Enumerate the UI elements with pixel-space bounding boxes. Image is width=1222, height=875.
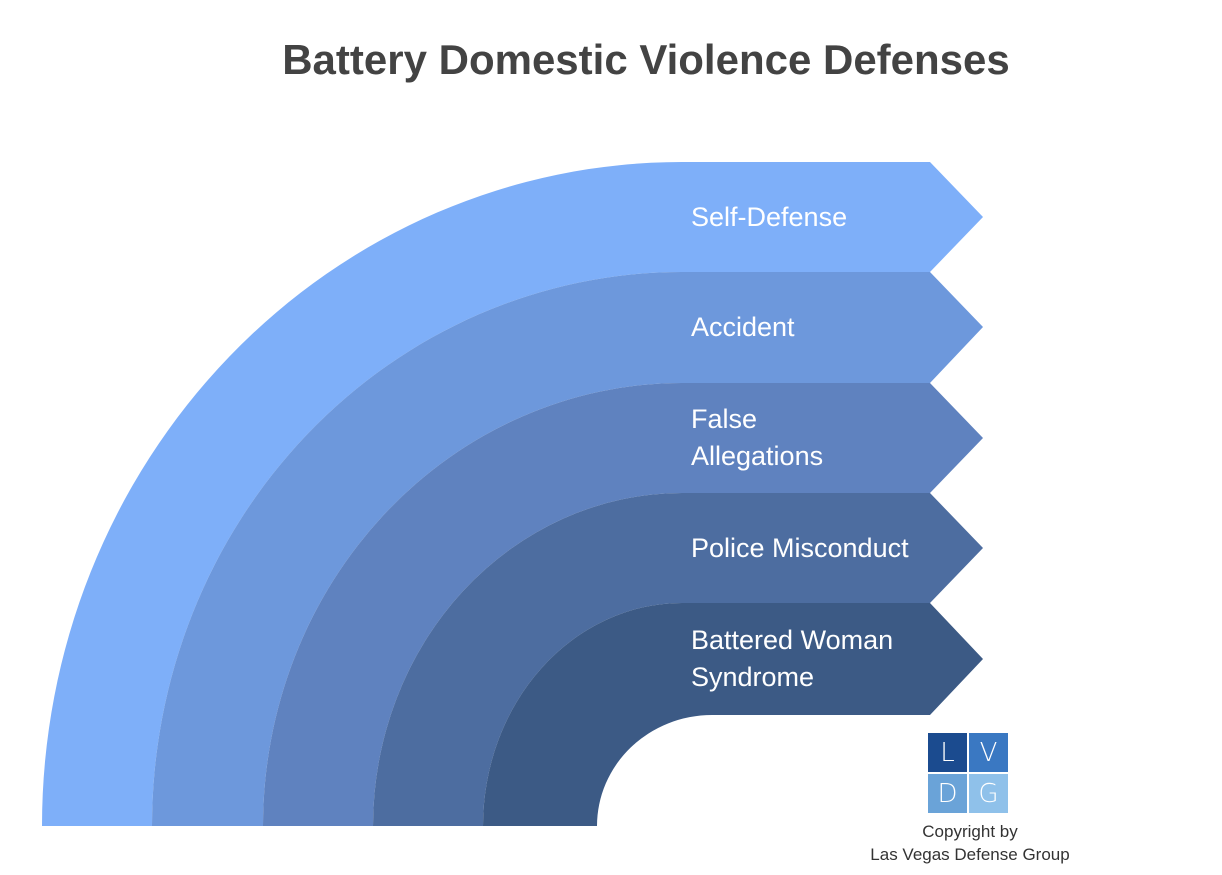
band-label-false-allegations: False Allegations <box>691 404 824 471</box>
copyright-line-1: Copyright by <box>922 822 1018 841</box>
band-label-accident: Accident <box>691 312 795 342</box>
band-battered-woman-syndrome <box>483 603 983 826</box>
copyright-line-2: Las Vegas Defense Group <box>870 845 1070 864</box>
logo-letter-d: D <box>928 774 967 813</box>
band-label-police-misconduct: Police Misconduct <box>691 533 909 563</box>
band-self-defense <box>42 162 983 826</box>
band-label-battered-woman-syndrome: Battered Woman Syndrome <box>691 625 894 692</box>
logo-letter-g: G <box>969 774 1008 813</box>
logo-letter-l: L <box>928 733 967 772</box>
logo-letter-v: V <box>969 733 1008 772</box>
band-false-allegations <box>263 383 983 826</box>
lvdg-logo: L V D G <box>928 733 1008 813</box>
band-accident <box>152 272 983 826</box>
band-label-self-defense: Self-Defense <box>691 202 848 232</box>
band-police-misconduct <box>373 493 983 826</box>
page-title: Battery Domestic Violence Defenses <box>282 36 1010 83</box>
